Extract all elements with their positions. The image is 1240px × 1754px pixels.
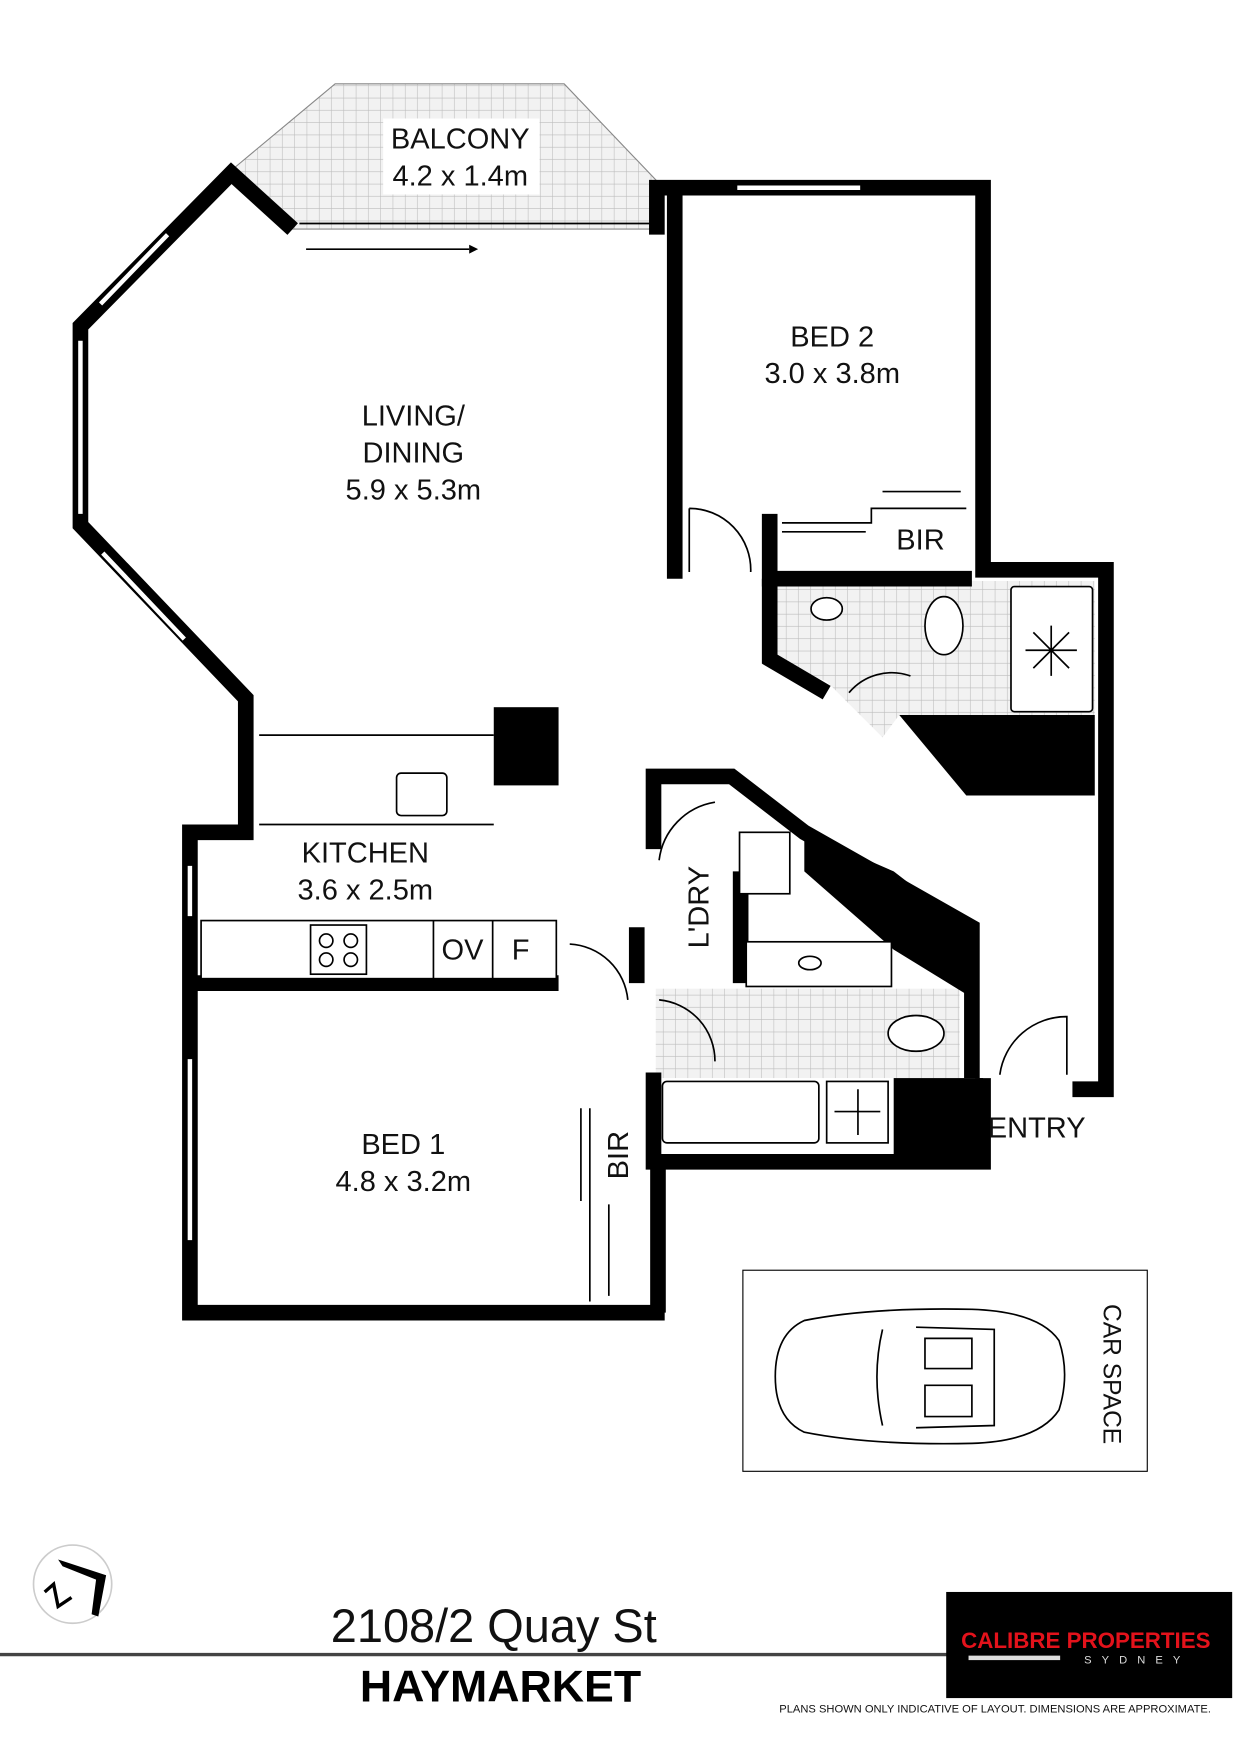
bed1-label: BED 1: [361, 1129, 445, 1161]
car-space: CAR SPACE: [742, 1269, 1148, 1472]
disclaimer: PLANS SHOWN ONLY INDICATIVE OF LAYOUT. D…: [779, 1704, 1211, 1716]
living-label-line1: LIVING/: [362, 401, 466, 433]
bed1-door[interactable]: [569, 943, 629, 1000]
bed2-label: BED 2: [790, 321, 874, 353]
kitchen-sink: [395, 772, 448, 817]
north-arrow-icon: [32, 1544, 113, 1625]
balcony-size: 4.2 x 1.4m: [392, 161, 528, 193]
balcony-label: BALCONY: [391, 124, 530, 156]
laundry-door[interactable]: [658, 801, 716, 861]
calibre-logo: CALIBRE PROPERTIES SYDNEY: [946, 1591, 1233, 1699]
bed2-size: 3.0 x 3.8m: [764, 358, 900, 390]
laundry-tub: [738, 831, 791, 895]
balcony: BALCONY 4.2 x 1.4m: [233, 83, 658, 230]
entry-door[interactable]: [998, 1015, 1068, 1075]
address-suburb: HAYMARKET: [360, 1662, 641, 1711]
logo-brand: CALIBRE PROPERTIES: [961, 1628, 1210, 1653]
living-label-line2: DINING: [363, 438, 465, 470]
kitchen-label: KITCHEN: [302, 837, 429, 869]
bed2-door[interactable]: [688, 507, 752, 573]
bed1-bir-label: BIR: [603, 1131, 635, 1179]
entry-label: ENTRY: [988, 1112, 1086, 1144]
bed2-bir-label: BIR: [896, 525, 944, 557]
car-space-label: CAR SPACE: [1098, 1304, 1125, 1444]
fridge-label: F: [512, 935, 530, 967]
walls: [72, 162, 1114, 1321]
cooktop: [309, 924, 368, 976]
oven-label: OV: [442, 935, 485, 967]
address-street: 2108/2 Quay St: [331, 1600, 657, 1652]
ensuite-fixtures: [810, 585, 1094, 713]
kitchen-size: 3.6 x 2.5m: [298, 874, 434, 906]
logo-city: SYDNEY: [1084, 1654, 1190, 1666]
bed1-size: 4.8 x 3.2m: [336, 1166, 472, 1198]
laundry-label: L'DRY: [683, 866, 715, 948]
living-size: 5.9 x 5.3m: [346, 474, 482, 506]
